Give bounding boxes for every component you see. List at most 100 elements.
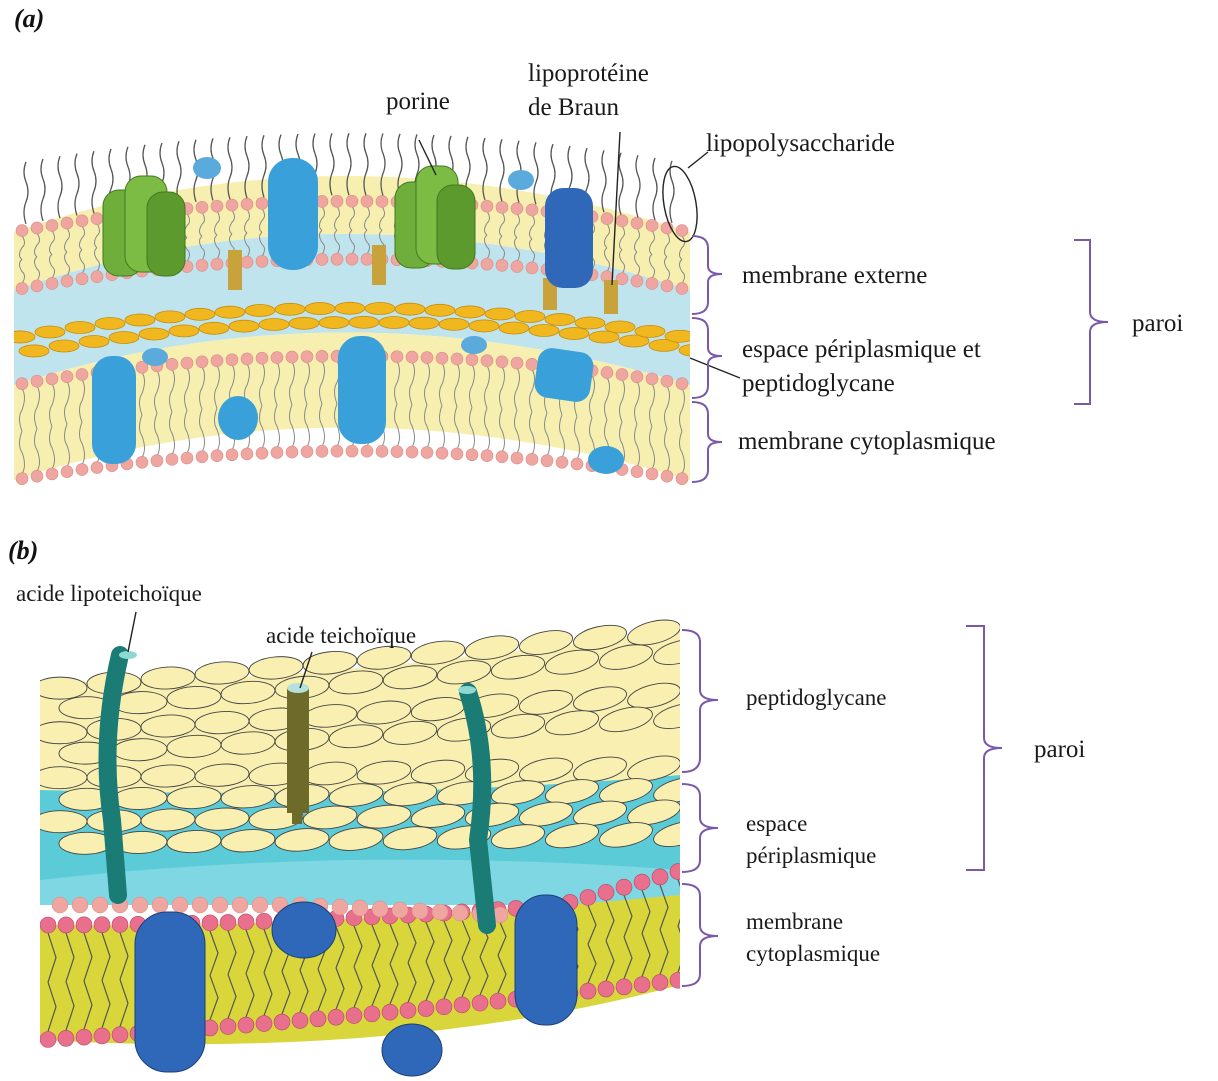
lipid-head [181, 452, 193, 464]
lipid-head-light-b [172, 897, 188, 913]
lipid-head-b [76, 1029, 92, 1045]
inner-membrane-protein [92, 356, 136, 464]
small-inner-protein [142, 348, 168, 366]
lipid-head [451, 448, 463, 460]
lipid-head [541, 455, 553, 467]
lipid-head [646, 468, 658, 480]
peptidoglycan-unit [5, 331, 35, 343]
inner-membrane-protein [588, 446, 624, 474]
lipid-head [601, 213, 613, 225]
lipid-head [256, 447, 268, 459]
lipid-head-light-b [212, 897, 228, 913]
lipopolysaccharide-chain [619, 153, 623, 215]
lipid-head-b [472, 995, 488, 1011]
lipopolysaccharide-chain [602, 150, 606, 212]
label-espace-b-line2: périplasmique [746, 842, 876, 871]
lipid-head [436, 447, 448, 459]
lipid-head [631, 371, 643, 383]
lipid-head [661, 375, 673, 387]
lipid-head-b [256, 913, 272, 929]
lipid-head [646, 277, 658, 289]
membrane-protein-b [135, 912, 205, 1072]
peptidoglycan-unit [95, 318, 125, 330]
lipid-head [331, 253, 343, 265]
lipid-head-light-b [232, 897, 248, 913]
lipid-head-b [202, 915, 218, 931]
lipid-head [151, 455, 163, 467]
lipid-head-light-b [72, 897, 88, 913]
lipid-head [631, 275, 643, 287]
lipid-head [16, 225, 28, 237]
lipid-head [241, 448, 253, 460]
small-inner-protein [461, 336, 487, 354]
lipid-head [511, 357, 523, 369]
peptidoglycan-unit [485, 308, 515, 320]
lipid-head [676, 225, 688, 237]
lipid-head [241, 198, 253, 210]
lipid-head [226, 354, 238, 366]
lipid-head [391, 446, 403, 458]
lipid-head [526, 358, 538, 370]
peptidoglycan-unit [229, 320, 259, 332]
lipid-head [346, 195, 358, 207]
lipid-head [526, 204, 538, 216]
bracket-espace-b [682, 784, 718, 872]
lipid-head [631, 217, 643, 229]
peptidoglycan-unit [469, 320, 499, 332]
lipid-head [76, 215, 88, 227]
lipid-head-b [292, 1012, 308, 1028]
lipid-head [271, 447, 283, 459]
lipid-head [676, 378, 688, 390]
peptidoglycan-unit [185, 308, 215, 320]
lipid-head-light-b [192, 897, 208, 913]
lipid-head-b [598, 981, 614, 997]
membrane-protein-b [272, 902, 336, 958]
lipid-head-b [580, 983, 596, 999]
lipid-head-b [652, 869, 668, 885]
lipid-head [496, 259, 508, 271]
lipid-head [301, 446, 313, 458]
label-lipoproteine-line2: de Braun [528, 92, 619, 123]
lipid-head [91, 271, 103, 283]
lipid-head-b [112, 1027, 128, 1043]
lipid-head [256, 255, 268, 267]
lipid-head [346, 253, 358, 265]
lipid-head [91, 213, 103, 225]
peptidoglycan-unit [335, 302, 365, 314]
peptidoglycan-unit [545, 314, 575, 326]
label-paroi-b: paroi [1034, 734, 1085, 765]
peptidoglycan-unit [109, 332, 139, 344]
lipid-head-b [94, 1028, 110, 1044]
lipid-head [406, 446, 418, 458]
label-lipopolysaccharide: lipopolysaccharide [706, 128, 895, 159]
label-espace-line2: peptidoglycane [742, 368, 895, 399]
lipid-head [76, 369, 88, 381]
lipid-head [496, 201, 508, 213]
lipid-head [256, 352, 268, 364]
lipid-head [61, 275, 73, 287]
lipid-head [331, 195, 343, 207]
lipid-head [211, 450, 223, 462]
lipid-head-b [328, 1009, 344, 1025]
peptidoglycan-unit [259, 319, 289, 331]
bracket-membrane-cyto [692, 402, 722, 482]
lipid-head-b [382, 1004, 398, 1020]
bracket-membrane-b [682, 884, 718, 986]
peptidoglycan-unit [379, 317, 409, 329]
lipid-head-light-b [412, 903, 428, 919]
lipid-head-b [238, 914, 254, 930]
lipid-head [511, 261, 523, 273]
lipid-head [466, 354, 478, 366]
lipid-head-light-b [152, 897, 168, 913]
lipid-head [316, 445, 328, 457]
lipid-head-b [112, 917, 128, 933]
peptidoglycan-unit [665, 330, 695, 342]
lipid-head [91, 462, 103, 474]
bracket-espace [692, 318, 722, 398]
lipid-head-b [652, 974, 668, 990]
lipid-head [616, 215, 628, 227]
lipid-head-b [220, 1019, 236, 1035]
peptidoglycan-unit [395, 303, 425, 315]
peptidoglycan-unit [155, 311, 185, 323]
bracket-paroi-b [966, 626, 1002, 870]
